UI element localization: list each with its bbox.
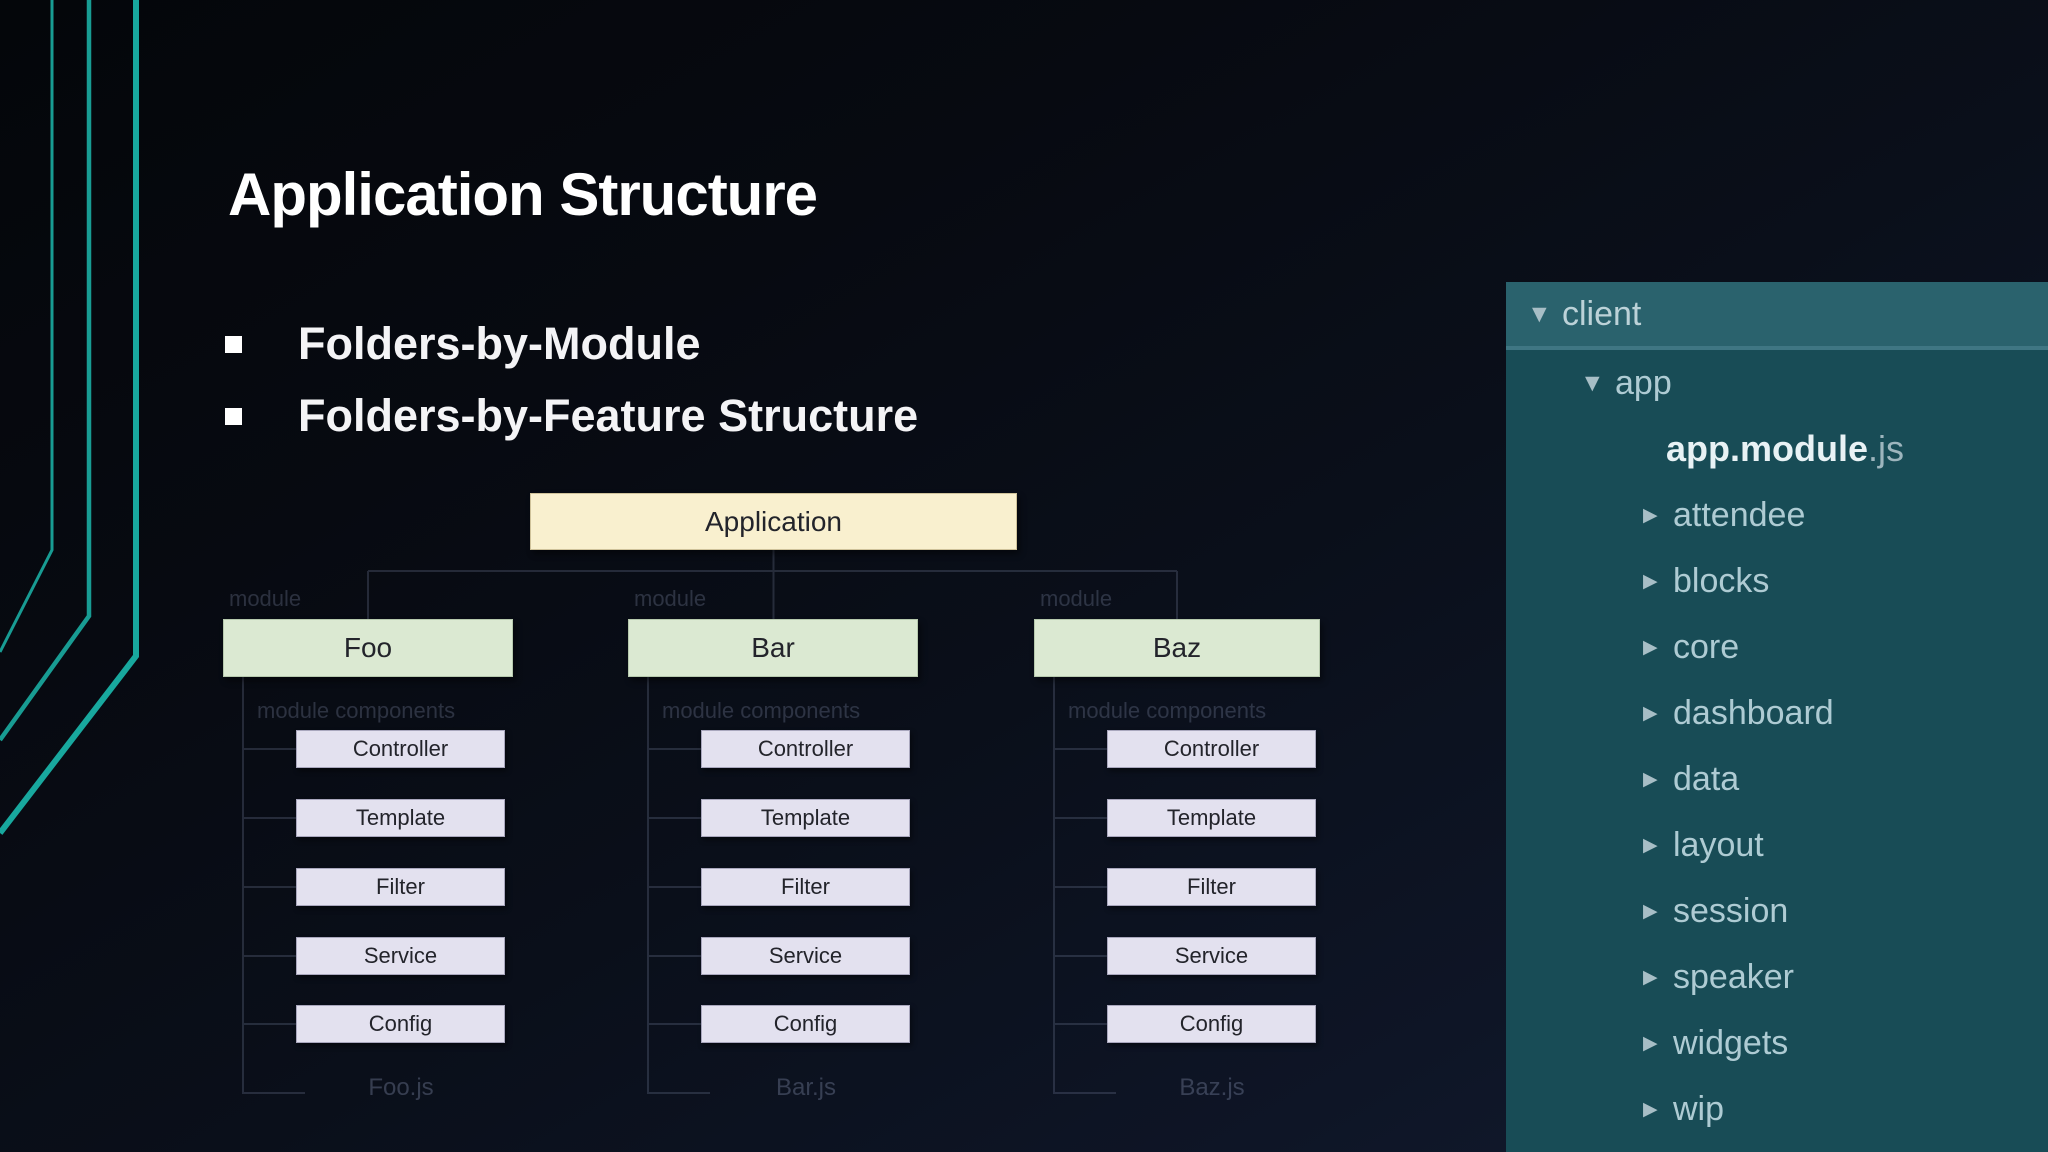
- module-label: module: [634, 586, 707, 611]
- tree-item-label: blocks: [1673, 561, 1770, 600]
- module-node: Foo: [223, 619, 513, 677]
- tree-item-widgets[interactable]: ▶ widgets: [1506, 1010, 2048, 1076]
- tree-item-label: data: [1673, 759, 1740, 798]
- module-column-foo: module Foo module components Controller …: [223, 0, 513, 1152]
- tree-item-label: app.module: [1666, 428, 1869, 469]
- components-label: module components: [1068, 698, 1267, 723]
- chevron-down-icon[interactable]: ▼: [1585, 372, 1600, 394]
- tree-item-attendee[interactable]: ▶ attendee: [1506, 482, 2048, 548]
- tree-item-label: layout: [1673, 825, 1764, 864]
- component-node: Filter: [1107, 868, 1316, 906]
- tree-item-data[interactable]: ▶ data: [1506, 746, 2048, 812]
- tree-item-blocks[interactable]: ▶ blocks: [1506, 548, 2048, 614]
- bullet-square-icon: [225, 407, 242, 425]
- tree-item-layout[interactable]: ▶ layout: [1506, 812, 2048, 878]
- chevron-right-icon[interactable]: ▶: [1643, 900, 1658, 922]
- file-tree-panel: ▼ client ▼ app app.module.js ▶ attendee …: [1506, 282, 2048, 1152]
- bullet-item: Folders-by-Feature Structure: [225, 390, 919, 441]
- component-node: Template: [296, 799, 505, 837]
- tree-item-app-module-js[interactable]: app.module.js: [1506, 416, 2048, 482]
- component-node: Controller: [296, 730, 505, 768]
- module-file-label: Foo.js: [368, 1074, 434, 1101]
- chevron-right-icon[interactable]: ▶: [1643, 702, 1658, 724]
- component-node: Controller: [701, 730, 910, 768]
- module-file-label: Bar.js: [775, 1074, 837, 1101]
- module-column-baz: module Baz module components Controller …: [1034, 0, 1320, 1152]
- components-label: module components: [662, 698, 861, 723]
- tree-item-label: attendee: [1673, 495, 1806, 534]
- chevron-right-icon[interactable]: ▶: [1643, 966, 1658, 988]
- component-node: Service: [701, 937, 910, 975]
- component-node: Filter: [701, 868, 910, 906]
- chevron-right-icon[interactable]: ▶: [1643, 570, 1658, 592]
- component-node: Controller: [1107, 730, 1316, 768]
- tree-item-label: app: [1615, 363, 1672, 402]
- component-node: Service: [296, 937, 505, 975]
- chevron-right-icon[interactable]: ▶: [1643, 1032, 1658, 1054]
- component-node: Config: [1107, 1005, 1316, 1043]
- chevron-right-icon[interactable]: ▶: [1643, 504, 1658, 526]
- component-node: Service: [1107, 937, 1316, 975]
- chevron-down-icon[interactable]: ▼: [1532, 303, 1547, 325]
- tree-item-label: dashboard: [1673, 693, 1834, 732]
- chevron-right-icon[interactable]: ▶: [1643, 834, 1658, 856]
- page-title: Application Structure: [228, 161, 818, 228]
- tree-item-core[interactable]: ▶ core: [1506, 614, 2048, 680]
- module-node: Bar: [628, 619, 918, 677]
- module-file-label: Baz.js: [1179, 1074, 1245, 1101]
- component-node: Config: [701, 1005, 910, 1043]
- component-node: Filter: [296, 868, 505, 906]
- tree-item-client[interactable]: ▼ client: [1506, 282, 2048, 350]
- tree-item-label: speaker: [1673, 957, 1794, 996]
- component-node: Template: [1107, 799, 1316, 837]
- tree-item-wip[interactable]: ▶ wip: [1506, 1076, 2048, 1142]
- tree-item-label: client: [1562, 294, 1642, 333]
- tree-item-suffix: .js: [1868, 428, 1905, 469]
- tree-item-label: widgets: [1673, 1023, 1789, 1062]
- components-label: module components: [257, 698, 456, 723]
- accent-lines: [0, 0, 139, 835]
- module-node: Baz: [1034, 619, 1320, 677]
- module-label: module: [229, 586, 302, 611]
- tree-item-speaker[interactable]: ▶ speaker: [1506, 944, 2048, 1010]
- connector-lines: [242, 550, 1178, 1094]
- tree-item-session[interactable]: ▶ session: [1506, 878, 2048, 944]
- tree-item-label: wip: [1673, 1089, 1725, 1128]
- application-node: Application: [530, 493, 1017, 550]
- bullet-square-icon: [225, 335, 242, 353]
- tree-item-dashboard[interactable]: ▶ dashboard: [1506, 680, 2048, 746]
- chevron-right-icon[interactable]: ▶: [1643, 768, 1658, 790]
- chevron-right-icon[interactable]: ▶: [1643, 636, 1658, 658]
- bullet-text: Folders-by-Module: [298, 318, 701, 369]
- bullet-item: Folders-by-Module: [225, 318, 701, 369]
- tree-item-label: core: [1673, 627, 1740, 666]
- component-node: Template: [701, 799, 910, 837]
- bullet-text: Folders-by-Feature Structure: [298, 390, 919, 441]
- module-column-bar: module Bar module components Controller …: [628, 0, 918, 1152]
- chevron-right-icon[interactable]: ▶: [1643, 1098, 1658, 1120]
- tree-item-app[interactable]: ▼ app: [1506, 350, 2048, 416]
- module-label: module: [1040, 586, 1113, 611]
- tree-item-label: session: [1673, 891, 1789, 930]
- component-node: Config: [296, 1005, 505, 1043]
